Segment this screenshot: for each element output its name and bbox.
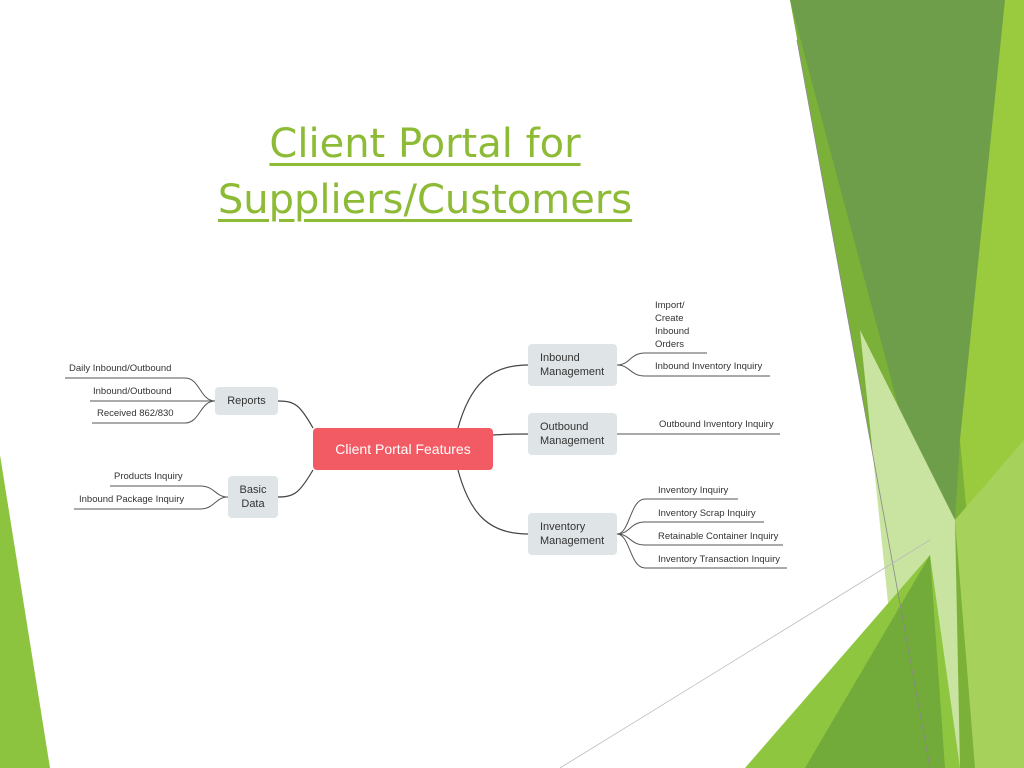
branch-node-reports: Reports: [215, 387, 278, 415]
connector-leaf-received: [92, 400, 216, 424]
branch-node-inbound: Inbound Management: [528, 344, 617, 386]
leaf-outbound-inventory-inquiry: Outbound Inventory Inquiry: [659, 419, 774, 430]
connector-leaf-package: [74, 496, 229, 510]
connector-inventory: [457, 469, 529, 535]
leaf-daily-inbound-outbound: Daily Inbound/Outbound: [69, 363, 172, 374]
right-dark-green-shape: [790, 0, 1005, 600]
bottom-dark-triangle: [805, 555, 945, 768]
connector-inbound: [457, 364, 529, 429]
left-green-shape: [0, 455, 50, 768]
connector-leaf-retainable: [616, 533, 783, 546]
branch-node-outbound: Outbound Management: [528, 413, 617, 455]
connector-leaf-inbound-inv: [616, 364, 770, 377]
title-line-2: Suppliers/Customers: [217, 177, 633, 223]
central-node: Client Portal Features: [313, 428, 493, 470]
connector-leaf-products: [110, 485, 229, 498]
leaf-inventory-transaction-inquiry: Inventory Transaction Inquiry: [658, 554, 780, 565]
branch-node-basic-data: Basic Data: [228, 476, 278, 518]
branch-node-inventory: Inventory Management: [528, 513, 617, 555]
leaf-products-inquiry: Products Inquiry: [114, 471, 183, 482]
branch-label-inventory: Inventory Management: [540, 521, 605, 547]
branch-label-outbound: Outbound Management: [540, 421, 605, 447]
connector-leaf-transaction: [616, 533, 787, 569]
thin-diagonal-line-2: [559, 539, 931, 768]
thin-diagonal-line: [796, 39, 931, 768]
central-node-label: Client Portal Features: [335, 441, 471, 457]
connector-leaf-daily: [65, 377, 216, 402]
leaf-inventory-scrap-inquiry: Inventory Scrap Inquiry: [658, 508, 756, 519]
leaf-inbound-package-inquiry: Inbound Package Inquiry: [79, 494, 185, 505]
branch-label-basic-data: Basic Data: [239, 484, 267, 510]
connector-outbound: [492, 433, 529, 436]
leaf-inbound-outbound: Inbound/Outbound: [93, 386, 172, 397]
slide-title: Client Portal for Suppliers/Customers: [170, 116, 680, 228]
right-mid-green-shape: [955, 440, 1024, 768]
connector-leaf-import: [616, 352, 707, 366]
connector-basic-data: [277, 469, 314, 498]
connector-leaf-inv-inquiry: [616, 498, 738, 535]
leaf-received-862-830: Received 862/830: [97, 408, 174, 419]
title-line-1: Client Portal for: [269, 121, 581, 167]
branch-label-reports: Reports: [227, 395, 266, 407]
connector-leaf-scrap: [616, 521, 764, 535]
branch-label-inbound: Inbound Management: [540, 352, 605, 378]
connector-reports: [277, 400, 314, 429]
leaf-import-create-inbound-orders: Import/ Create Inbound Orders: [655, 300, 690, 350]
leaf-inbound-inventory-inquiry: Inbound Inventory Inquiry: [655, 361, 763, 372]
leaf-inventory-inquiry: Inventory Inquiry: [658, 485, 729, 496]
leaf-retainable-container-inquiry: Retainable Container Inquiry: [658, 531, 779, 542]
